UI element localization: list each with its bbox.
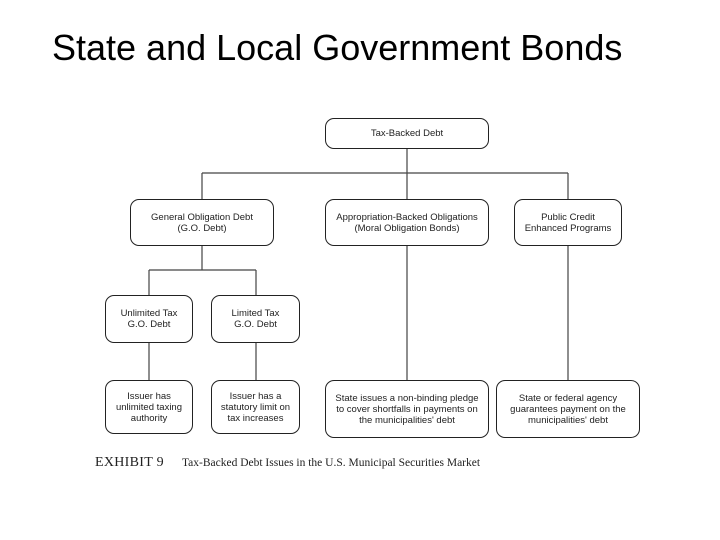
exhibit-caption-text: Tax-Backed Debt Issues in the U.S. Munic…	[181, 457, 481, 469]
node-line: the municipalities' debt	[359, 414, 455, 426]
node-line: G.O. Debt	[234, 319, 277, 330]
node-line: State or federal agency	[518, 392, 618, 404]
node-unlimited-taxing-authority: Issuer has unlimited taxing authority	[105, 380, 193, 434]
node-line: Public Credit	[541, 211, 595, 223]
exhibit-label: EXHIBIT 9	[95, 455, 164, 470]
node-agency-guarantee: State or federal agency guarantees payme…	[496, 380, 640, 438]
node-general-obligation-debt: General Obligation Debt (G.O. Debt)	[130, 199, 274, 246]
exhibit-caption: EXHIBIT 9 Tax-Backed Debt Issues in the …	[95, 453, 480, 471]
node-tax-backed-debt: Tax-Backed Debt	[325, 118, 489, 149]
node-line: Issuer has	[127, 390, 171, 402]
node-line: State issues a non-binding pledge	[335, 392, 479, 404]
node-line: Unlimited Tax	[120, 308, 178, 319]
node-line: guarantees payment on the	[510, 403, 626, 415]
node-unlimited-tax-go-debt: Unlimited Tax G.O. Debt	[105, 295, 193, 343]
node-line: Issuer has a	[229, 390, 282, 402]
node-line: to cover shortfalls in payments on	[336, 403, 478, 415]
node-line: tax increases	[227, 412, 284, 424]
node-line: Appropriation-Backed Obligations	[336, 211, 478, 223]
node-line: municipalities' debt	[528, 414, 608, 426]
node-public-credit-enhanced-programs: Public Credit Enhanced Programs	[514, 199, 622, 246]
slide-title: State and Local Government Bonds	[52, 27, 623, 68]
node-line: Enhanced Programs	[524, 222, 612, 234]
node-line: G.O. Debt	[127, 319, 171, 330]
node-statutory-limit: Issuer has a statutory limit on tax incr…	[211, 380, 300, 434]
node-line: Tax-Backed Debt	[370, 128, 444, 139]
node-appropriation-backed-obligations: Appropriation-Backed Obligations (Moral …	[325, 199, 489, 246]
node-line: Limited Tax	[231, 308, 280, 319]
node-line: statutory limit on	[220, 401, 291, 413]
node-line: (G.O. Debt)	[177, 222, 227, 234]
node-limited-tax-go-debt: Limited Tax G.O. Debt	[211, 295, 300, 343]
node-non-binding-pledge: State issues a non-binding pledge to cov…	[325, 380, 489, 438]
node-line: authority	[130, 412, 168, 424]
node-line: General Obligation Debt	[151, 211, 253, 223]
node-line: unlimited taxing	[115, 401, 182, 413]
node-line: (Moral Obligation Bonds)	[354, 222, 460, 234]
